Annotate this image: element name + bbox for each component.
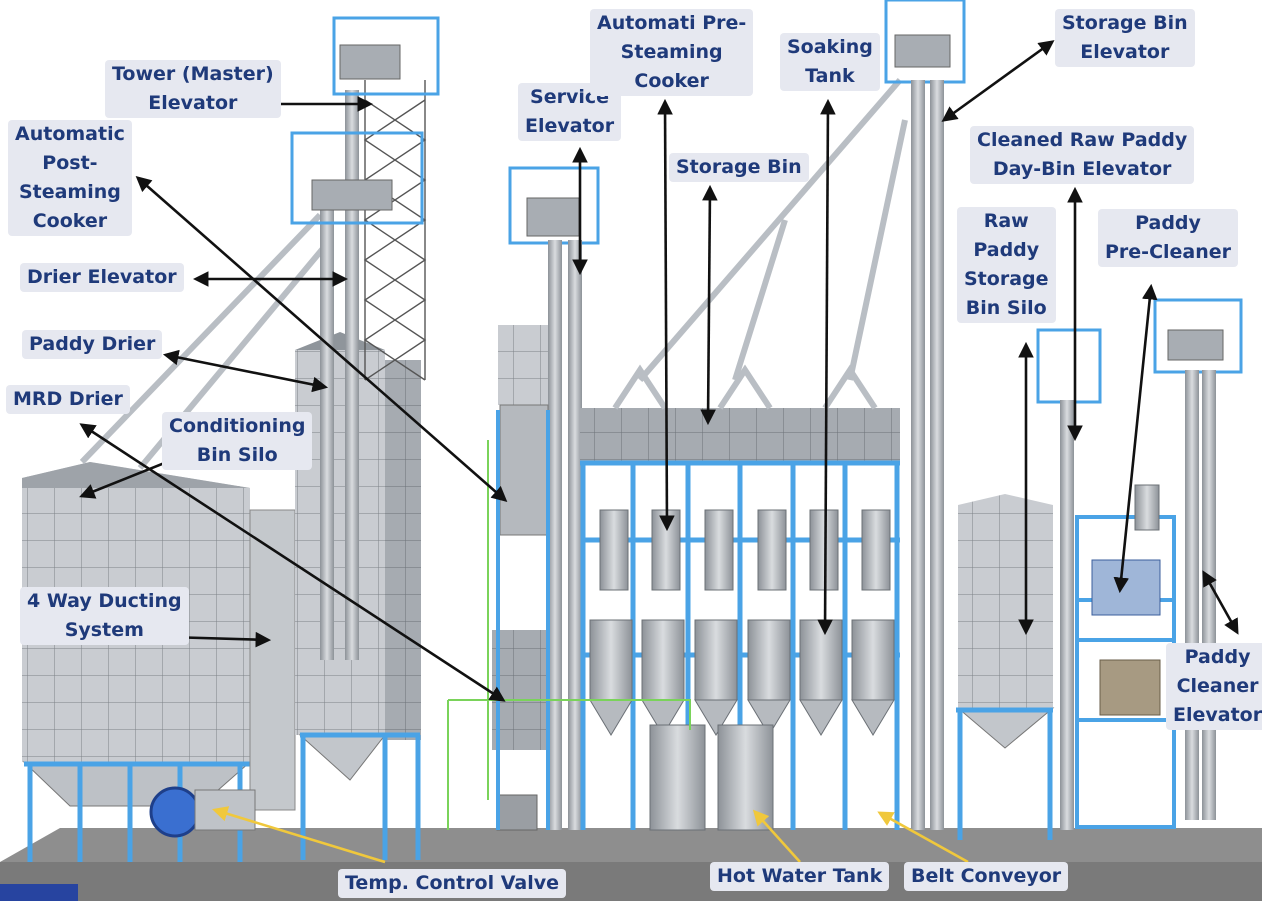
label-soaking-tank: Soaking Tank (780, 33, 880, 91)
storage-bin-elevator-structure (884, 0, 966, 830)
ground (0, 828, 1262, 901)
paddy-cleaner-structure (1075, 298, 1243, 829)
corner-accent-bar (0, 884, 78, 901)
label-automati-pre-steaming-cooker: Automati Pre- Steaming Cooker (590, 9, 754, 96)
label-raw-paddy-storage-bin-silo: Raw Paddy Storage Bin Silo (957, 207, 1056, 323)
label-conditioning-bin-silo: Conditioning Bin Silo (162, 412, 313, 470)
service-elevator-structure (492, 166, 600, 831)
label-belt-conveyor: Belt Conveyor (904, 862, 1069, 891)
yellow-arrows (212, 806, 969, 864)
label-hot-water-tank: Hot Water Tank (710, 862, 890, 891)
label-tower-master-elevator: Tower (Master) Elevator (105, 60, 281, 118)
label-paddy-cleaner-elevator: Paddy Cleaner Elevator (1166, 643, 1262, 730)
label-mrd-drier: MRD Drier (6, 385, 130, 414)
label-drier-elevator: Drier Elevator (20, 263, 184, 292)
label-4-way-ducting-system: 4 Way Ducting System (20, 587, 189, 645)
paddy-drier-tower (290, 16, 440, 860)
label-paddy-pre-cleaner: Paddy Pre-Cleaner (1098, 209, 1239, 267)
label-temp-control-valve: Temp. Control Valve (338, 869, 566, 898)
label-storage-bin-elevator: Storage Bin Elevator (1055, 9, 1195, 67)
steaming-section (580, 78, 908, 831)
leader-arrows (79, 40, 1239, 702)
label-cleaned-raw-paddy-day-bin-elevator: Cleaned Raw Paddy Day-Bin Elevator (970, 126, 1195, 184)
label-storage-bin: Storage Bin (669, 153, 809, 182)
label-paddy-drier: Paddy Drier (22, 330, 163, 359)
label-automatic-post-steaming-cooker: Automatic Post- Steaming Cooker (8, 120, 132, 236)
mrd-drier-structure (22, 212, 333, 862)
